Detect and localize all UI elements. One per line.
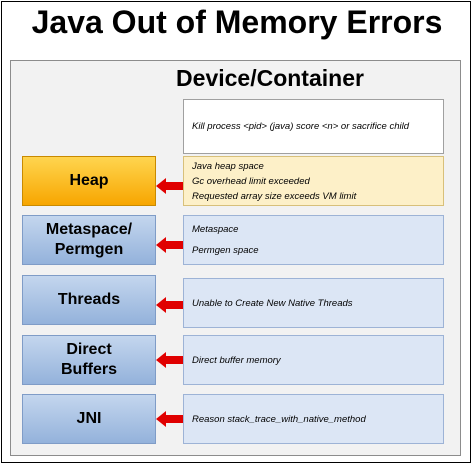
- kill-process-message-box: Kill process <pid> (java) score <n> or s…: [183, 99, 444, 154]
- direct-buffers-message: Direct buffer memory: [192, 354, 281, 366]
- left-arrow-icon: [156, 237, 188, 253]
- metaspace-box: Metaspace/ Permgen: [22, 215, 156, 265]
- left-arrow-icon: [156, 178, 188, 194]
- diagram-title: Java Out of Memory Errors: [31, 4, 443, 40]
- left-arrow-icon: [156, 352, 188, 368]
- jni-label: JNI: [76, 410, 102, 427]
- jni-box: JNI: [22, 394, 156, 444]
- heap-box: Heap: [22, 156, 156, 206]
- container-title: Device/Container: [176, 65, 364, 91]
- jni-message: Reason stack_trace_with_native_method: [192, 413, 366, 425]
- heap-message: Java heap space: [192, 160, 264, 172]
- direct-buffers-box: Direct Buffers: [22, 335, 156, 385]
- heap-message: Gc overhead limit exceeded: [192, 175, 310, 187]
- direct-label: Direct: [66, 341, 112, 358]
- threads-message: Unable to Create New Native Threads: [192, 297, 353, 309]
- heap-label: Heap: [69, 172, 109, 189]
- metaspace-message-box: Metaspace Permgen space: [183, 215, 444, 265]
- left-arrow-icon: [156, 411, 188, 427]
- direct-buffers-message-box: Direct buffer memory: [183, 335, 444, 385]
- permgen-message: Permgen space: [192, 245, 259, 256]
- kill-process-message: Kill process <pid> (java) score <n> or s…: [192, 121, 410, 132]
- metaspace-message: Metaspace: [192, 224, 239, 235]
- metaspace-label: Metaspace/: [45, 221, 133, 238]
- threads-box: Threads: [22, 275, 156, 325]
- threads-label: Threads: [57, 291, 121, 308]
- heap-message: Requested array size exceeds VM limit: [192, 190, 357, 202]
- jni-message-box: Reason stack_trace_with_native_method: [183, 394, 444, 444]
- permgen-label: Permgen: [54, 241, 124, 258]
- left-arrow-icon: [156, 297, 188, 313]
- threads-message-box: Unable to Create New Native Threads: [183, 278, 444, 328]
- heap-message-box: Java heap space Gc overhead limit exceed…: [183, 156, 444, 206]
- buffers-label: Buffers: [60, 361, 117, 378]
